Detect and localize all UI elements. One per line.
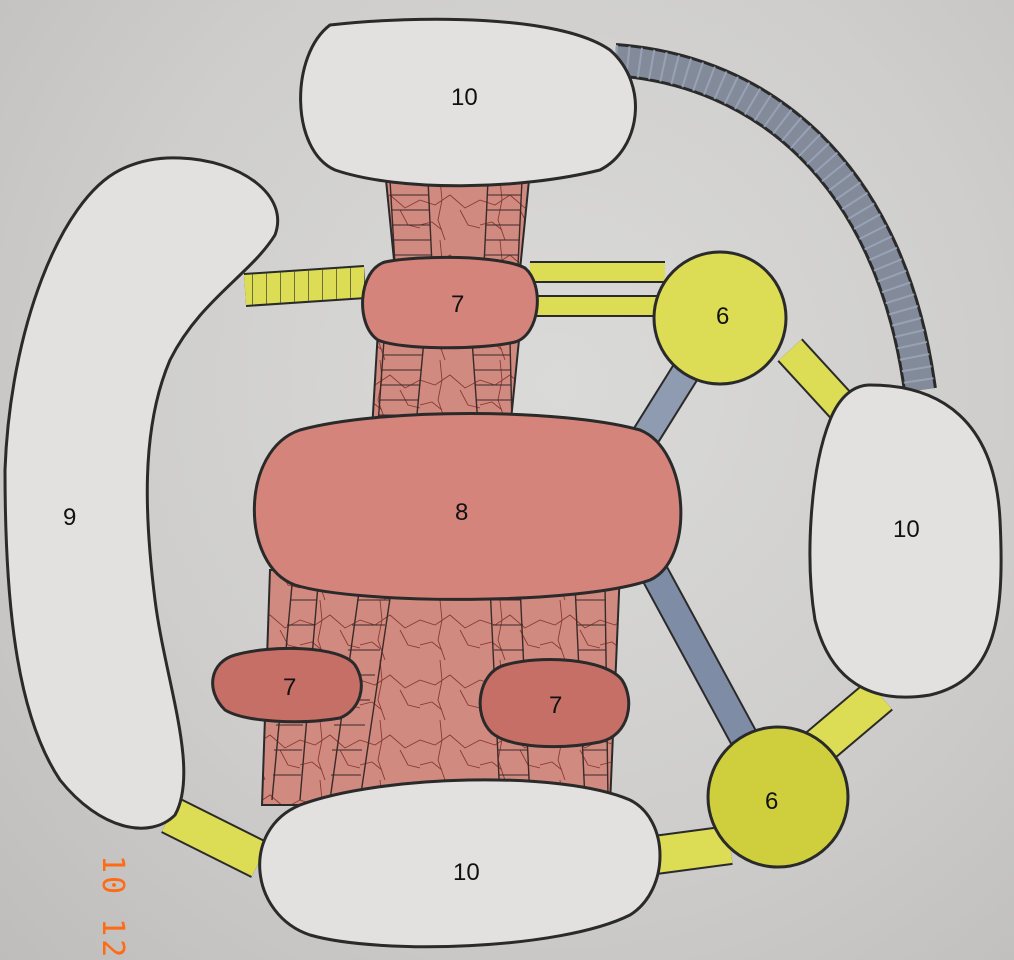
label-right-10: 10 xyxy=(893,516,920,543)
label-yellow-lower-6: 6 xyxy=(765,788,778,815)
label-lower-right-7: 7 xyxy=(549,692,562,719)
label-lower-left-7: 7 xyxy=(283,674,296,701)
node-upper-small-7 xyxy=(363,257,538,347)
date-stamp-text: 10 12 xyxy=(96,855,130,960)
label-top-10: 10 xyxy=(451,84,478,111)
label-bottom-10: 10 xyxy=(453,859,480,886)
label-yellow-upper-6: 6 xyxy=(716,303,729,330)
label-left-9: 9 xyxy=(63,504,76,531)
date-stamp: 10 12 xyxy=(96,855,136,960)
label-upper-7: 7 xyxy=(451,291,464,318)
node-left-9 xyxy=(5,158,278,828)
label-center-8: 8 xyxy=(455,499,468,526)
